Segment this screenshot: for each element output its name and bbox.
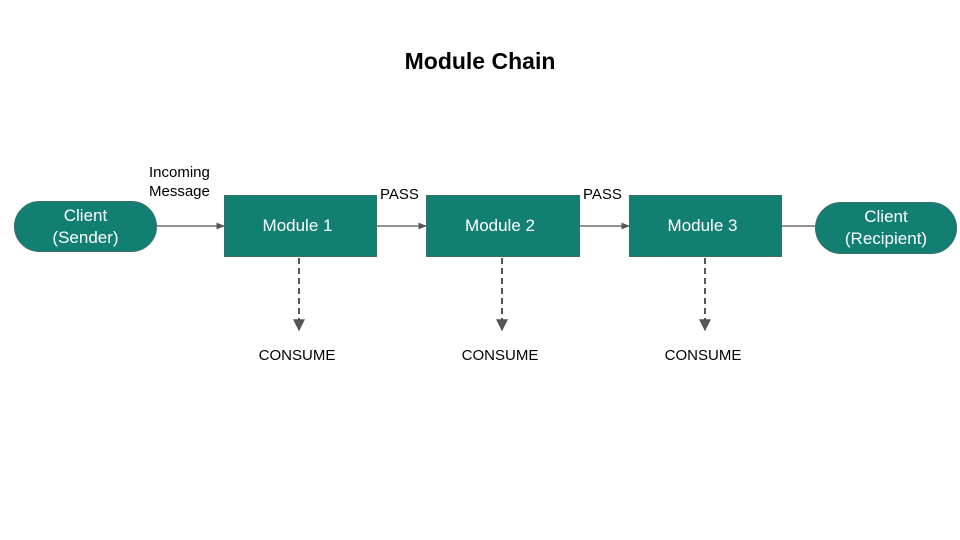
module-3-node: Module 3	[629, 195, 782, 257]
module-1-label: Module 1	[262, 216, 333, 235]
client-recipient-node: Client (Recipient)	[815, 202, 957, 254]
incoming-line2: Message	[149, 183, 210, 200]
client-sender-line1: Client	[63, 205, 108, 225]
incoming-message-label: Incoming Message	[149, 163, 210, 201]
pass-label-1: PASS	[380, 186, 419, 203]
module-2-node: Module 2	[426, 195, 580, 257]
module-3-label: Module 3	[667, 216, 738, 235]
module-2-label: Module 2	[465, 216, 535, 235]
consume-label-module-1: CONSUME	[258, 347, 336, 364]
consume-label-module-3: CONSUME	[664, 347, 742, 364]
client-recipient-line2: (Recipient)	[844, 229, 928, 248]
incoming-line1: Incoming	[149, 164, 210, 181]
consume-label-module-2: CONSUME	[461, 347, 539, 364]
pass-label-2: PASS	[583, 186, 622, 203]
client-sender-line2: (Sender)	[52, 227, 119, 247]
module-1-node: Module 1	[224, 195, 377, 257]
client-sender-node: Client (Sender)	[14, 201, 157, 252]
diagram-title: Module Chain	[404, 48, 556, 74]
client-recipient-line1: Client	[864, 207, 908, 226]
